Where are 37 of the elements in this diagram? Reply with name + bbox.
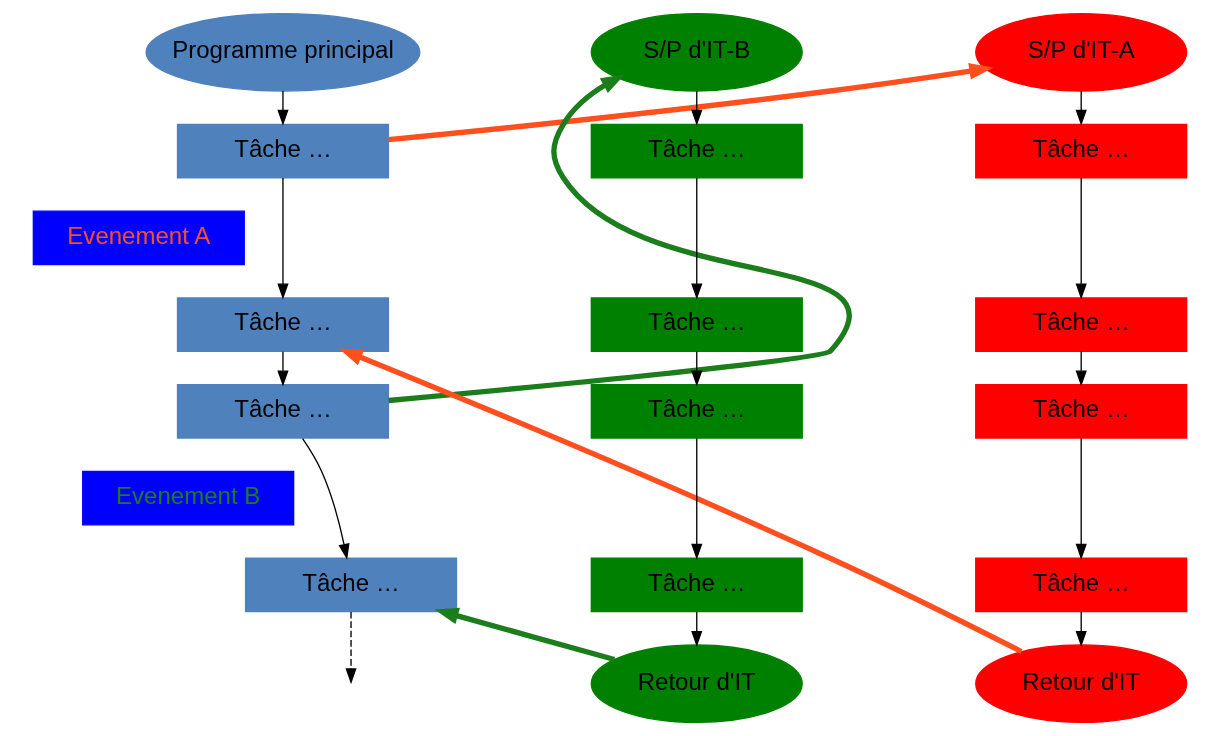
node-box: Evenement B (82, 470, 295, 526)
arrow (1075, 437, 1087, 560)
node-box: Tâche … (590, 384, 803, 439)
node-box: Tâche … (176, 297, 390, 352)
arrow (277, 177, 289, 300)
node-box: Tâche … (590, 297, 803, 352)
node-box: Evenement A (32, 210, 245, 266)
arrow (1075, 350, 1087, 387)
arrow (434, 607, 616, 663)
node-box: Tâche … (975, 297, 1188, 352)
node-box: Tâche … (975, 384, 1188, 439)
node-box: Tâche … (590, 123, 803, 179)
node-box: Tâche … (176, 384, 390, 439)
arrow (691, 177, 703, 300)
arrow (691, 90, 703, 126)
node-ellipse: Retour d'IT (590, 644, 803, 724)
node-ellipse: Retour d'IT (975, 644, 1188, 724)
arrow (338, 348, 1023, 654)
arrow (1075, 611, 1087, 647)
arrow (345, 611, 357, 685)
arrow (388, 74, 852, 404)
node-box: Tâche … (975, 557, 1188, 613)
arrow (691, 611, 703, 647)
arrow (277, 350, 289, 387)
node-box: Tâche … (975, 123, 1188, 179)
arrow (1075, 177, 1087, 300)
node-box: Tâche … (244, 557, 458, 613)
arrow (691, 437, 703, 560)
node-ellipse: Programme principal (145, 12, 421, 92)
node-box: Tâche … (590, 557, 803, 613)
arrow (301, 437, 350, 560)
arrow (277, 90, 289, 126)
arrow (388, 62, 994, 143)
node-box: Tâche … (176, 123, 390, 179)
node-ellipse: S/P d'IT-A (975, 12, 1188, 92)
arrow (1075, 90, 1087, 126)
arrow (691, 350, 703, 387)
